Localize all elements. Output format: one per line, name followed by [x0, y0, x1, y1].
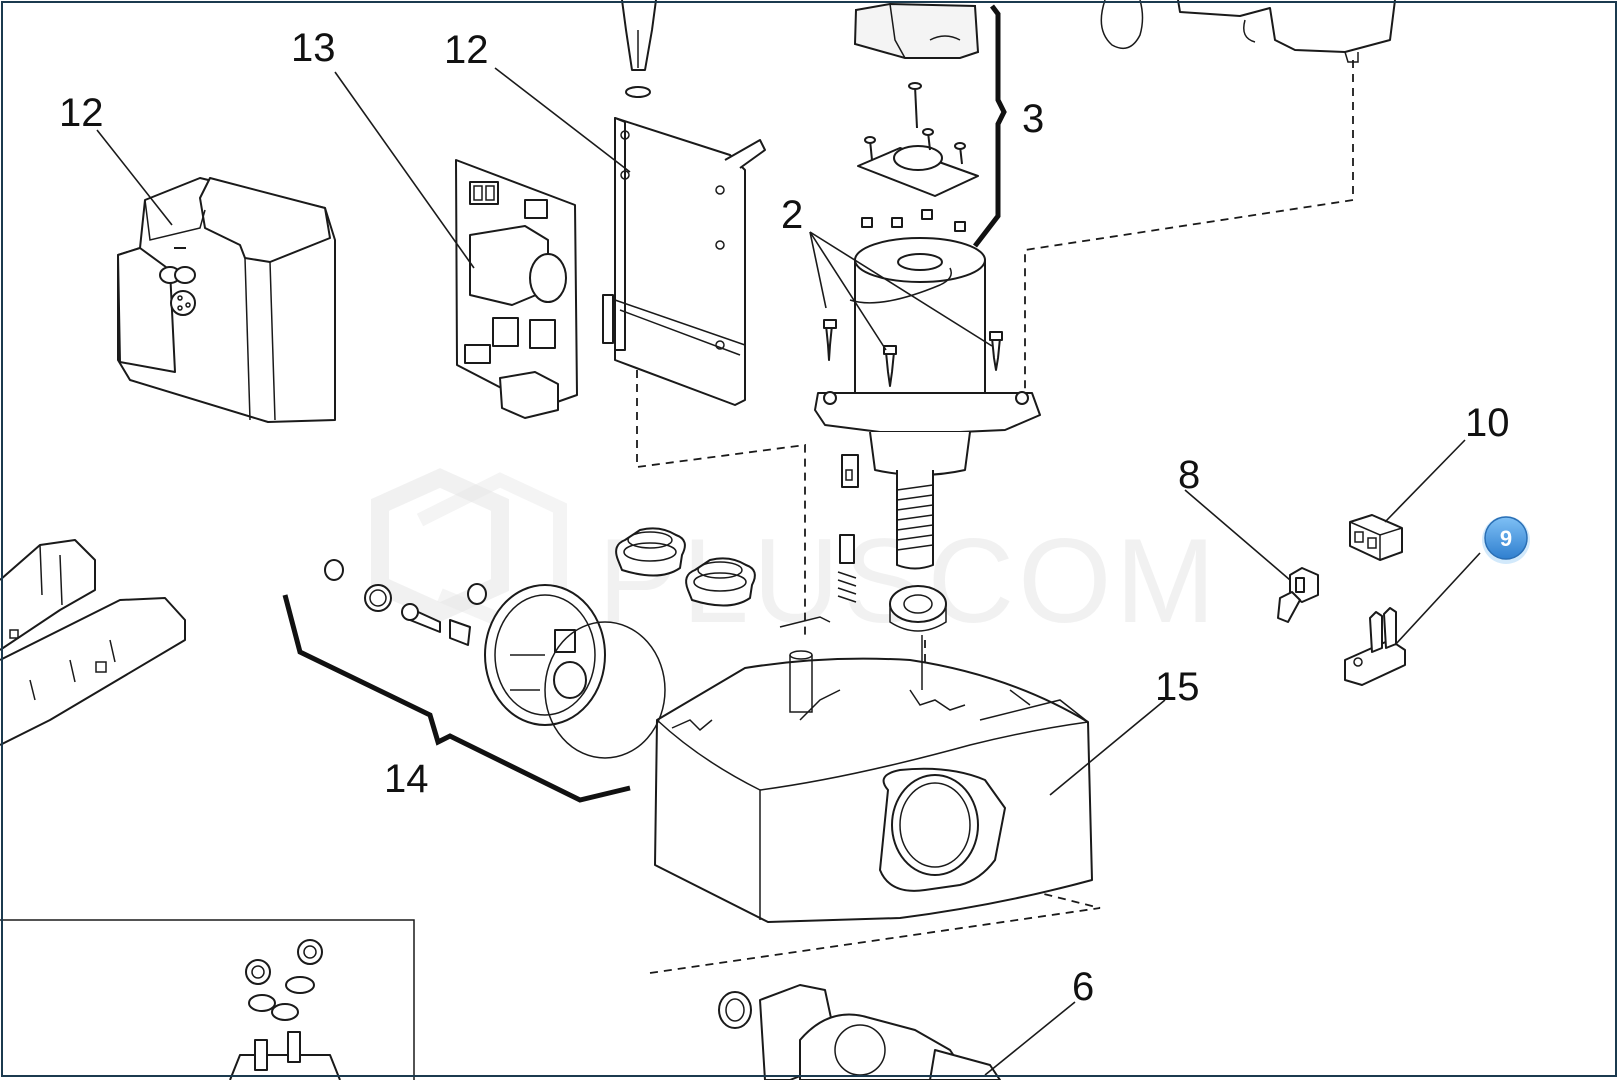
callout-9: 9 — [1500, 526, 1512, 551]
part-3-motor-cap-assembly — [853, 2, 980, 232]
part-left-rails-partial — [0, 539, 186, 746]
callout-6: 6 — [1072, 965, 1094, 1009]
bracket-14 — [282, 594, 631, 803]
part-shaft-top — [621, 0, 657, 98]
part-12-cover-box — [117, 177, 336, 423]
leader-lines — [96, 67, 1481, 1076]
part-14-gear-assembly — [324, 527, 857, 759]
part-2-motor — [814, 237, 1041, 570]
part-10-magnet-block — [1349, 514, 1403, 561]
callout-15: 15 — [1155, 665, 1200, 709]
callout-14: 14 — [384, 757, 429, 801]
part-top-right-partial — [1100, 0, 1396, 63]
callout-labels: 12 13 12 3 2 10 8 15 14 6 — [59, 26, 1510, 1009]
part-12-mounting-panel — [602, 117, 766, 406]
part-9-limit-switch-holder — [1344, 607, 1406, 686]
callout-12-left: 12 — [59, 91, 104, 135]
callout-3: 3 — [1022, 97, 1044, 141]
badge-circle — [1484, 516, 1528, 560]
bracket-3 — [973, 4, 1007, 248]
callout-8: 8 — [1178, 453, 1200, 497]
inset-hardware-box — [0, 919, 415, 1080]
callout-10: 10 — [1465, 401, 1510, 445]
callout-13: 13 — [291, 26, 336, 70]
part-6-output-shaft — [718, 984, 1001, 1080]
part-15-gearbox-housing — [654, 585, 1093, 923]
part-8-limit-bracket — [1277, 567, 1319, 623]
callout-12-right: 12 — [444, 28, 489, 72]
callout-2: 2 — [781, 193, 803, 237]
callout-9-badge[interactable]: 9 — [1482, 516, 1530, 564]
part-13-control-board — [455, 159, 578, 419]
